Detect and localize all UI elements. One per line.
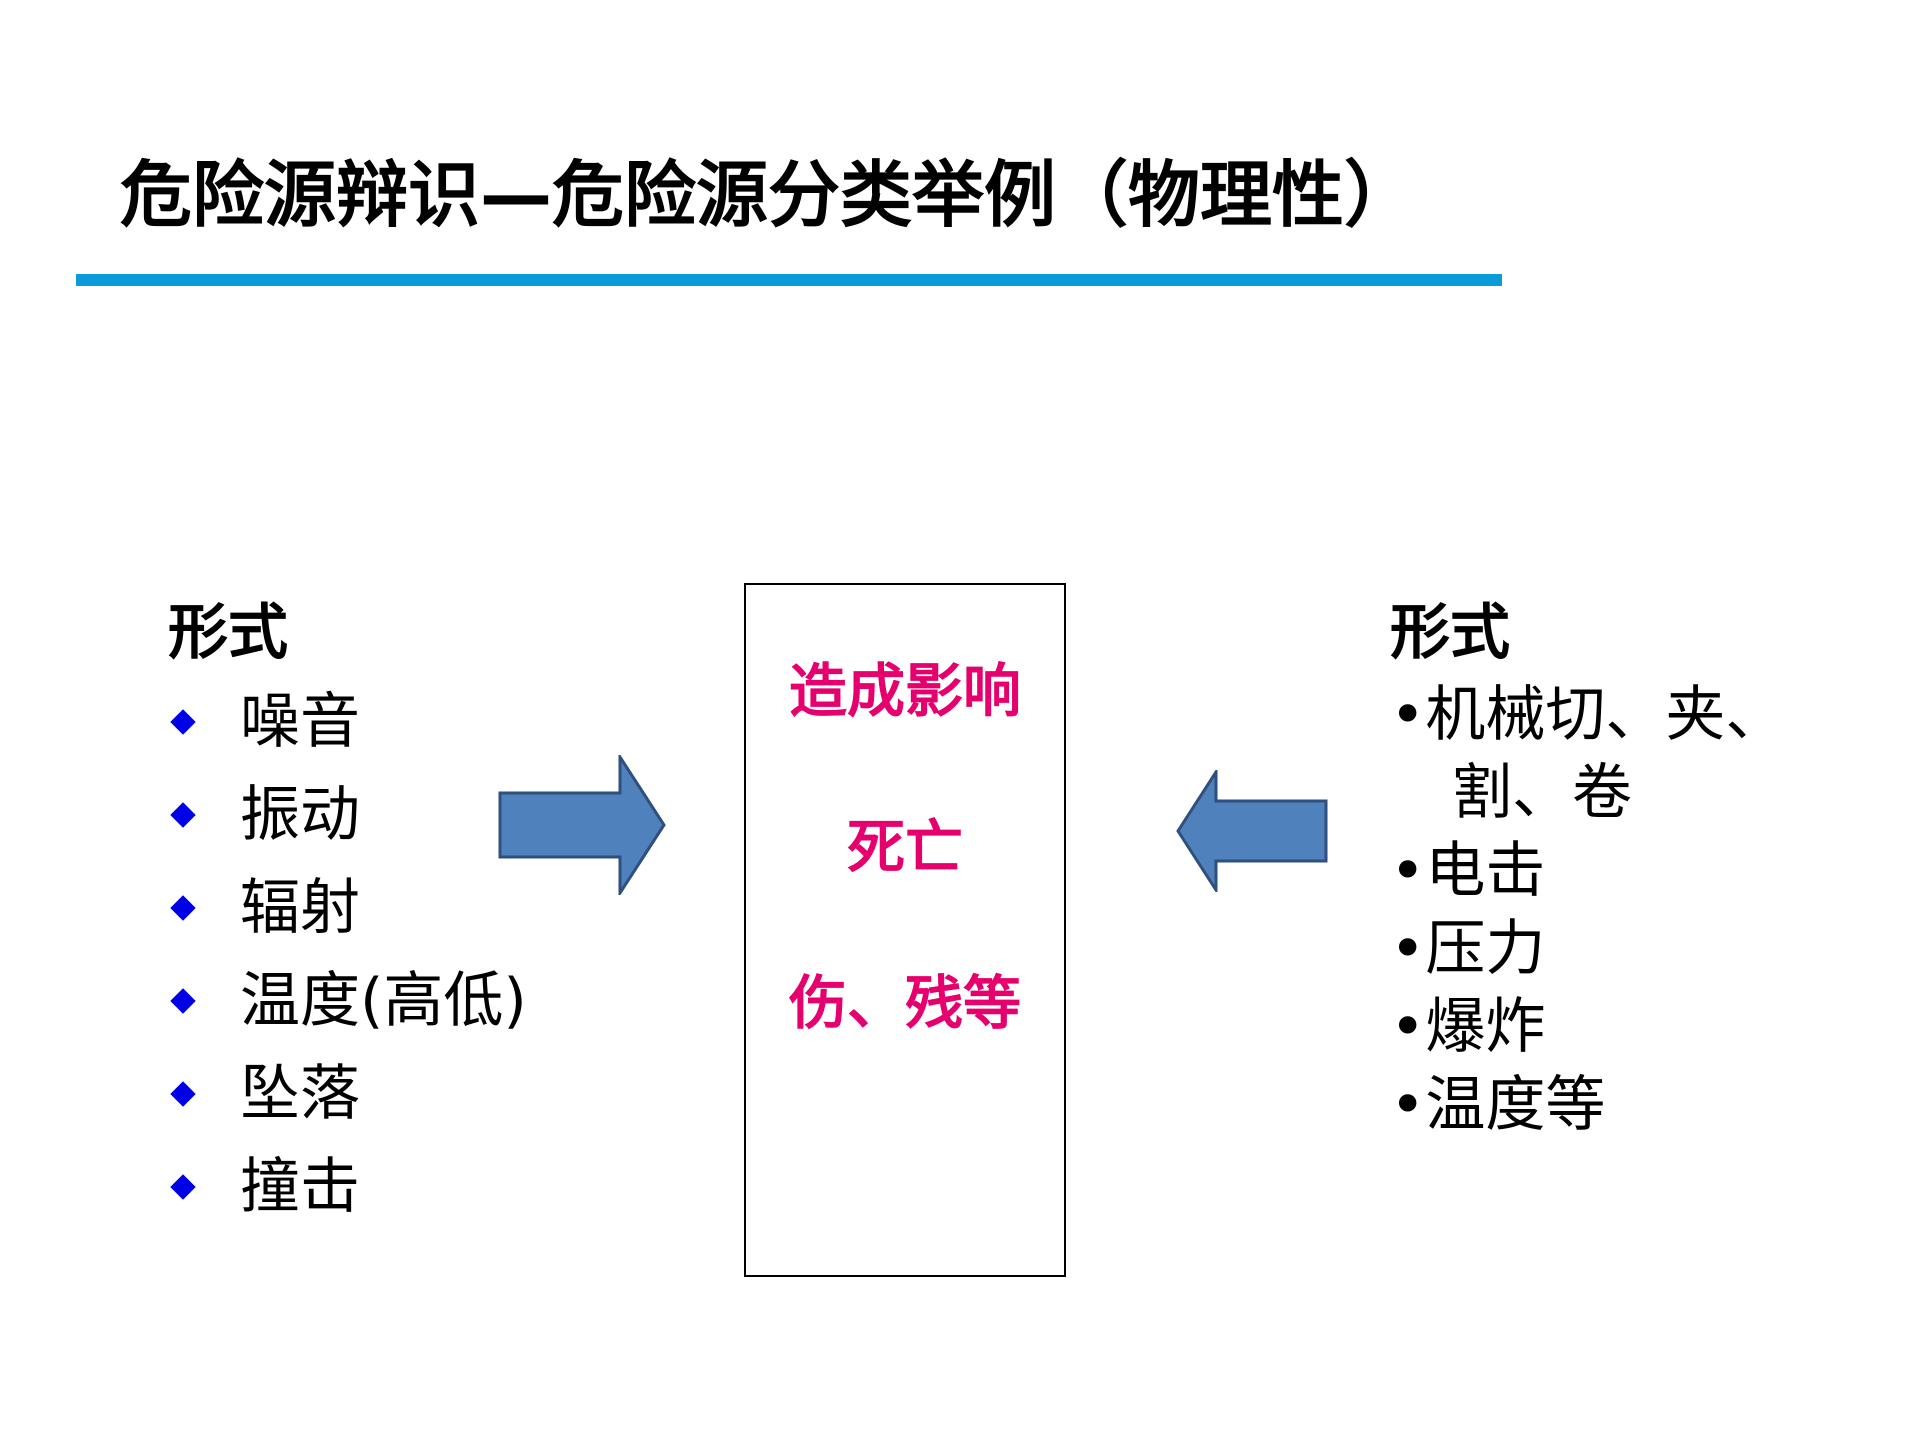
list-item: •温度等 bbox=[1390, 1070, 1606, 1140]
list-item: 辐射 bbox=[168, 862, 527, 955]
effects-heading: 造成影响 bbox=[788, 657, 1021, 725]
right-arrow-icon bbox=[498, 755, 666, 895]
right-hazard-forms: 形式 •机械切、夹、 割、卷 •电击 •压力 •爆炸 •温度等 bbox=[1390, 590, 1785, 1144]
list-item: •爆炸 bbox=[1390, 992, 1546, 1062]
list-item: 撞击 bbox=[168, 1141, 527, 1234]
left-hazard-forms: 形式 噪音 振动 辐射 温度(高低) 坠落 撞击 bbox=[168, 590, 527, 1234]
list-item-continuation: 割、卷 bbox=[1452, 758, 1632, 828]
effect-injury: 伤、残等 bbox=[788, 969, 1021, 1037]
list-item-label: 温度(高低) bbox=[240, 966, 527, 1036]
list-item-label: 噪音 bbox=[240, 687, 360, 757]
list-item: 振动 bbox=[168, 769, 527, 862]
diamond-bullet-icon bbox=[170, 1081, 196, 1107]
title-underline bbox=[76, 274, 1502, 286]
list-item-label: 撞击 bbox=[240, 1152, 360, 1222]
diamond-bullet-icon bbox=[170, 802, 196, 828]
list-item-label: 辐射 bbox=[240, 873, 360, 943]
slide-title: 危险源辩识—危险源分类举例（物理性） bbox=[120, 153, 1417, 237]
diamond-bullet-icon bbox=[170, 709, 196, 735]
list-item: •电击 bbox=[1390, 836, 1546, 906]
left-arrow-icon bbox=[1176, 770, 1328, 892]
list-item: 坠落 bbox=[168, 1048, 527, 1141]
list-item-label: 坠落 bbox=[240, 1059, 360, 1129]
list-item: •压力 bbox=[1390, 914, 1546, 984]
left-heading: 形式 bbox=[168, 598, 288, 668]
right-hazard-list: •机械切、夹、 割、卷 •电击 •压力 •爆炸 •温度等 bbox=[1390, 676, 1785, 1144]
list-item: 噪音 bbox=[168, 676, 527, 769]
list-item: •机械切、夹、 bbox=[1390, 680, 1786, 750]
diamond-bullet-icon bbox=[170, 895, 196, 921]
left-hazard-list: 噪音 振动 辐射 温度(高低) 坠落 撞击 bbox=[168, 676, 527, 1234]
right-heading: 形式 bbox=[1390, 598, 1510, 668]
diamond-bullet-icon bbox=[170, 1174, 196, 1200]
effects-box: 造成影响 死亡 伤、残等 bbox=[744, 583, 1066, 1277]
diamond-bullet-icon bbox=[170, 988, 196, 1014]
effect-death: 死亡 bbox=[846, 813, 963, 881]
list-item-label: 振动 bbox=[240, 780, 360, 850]
list-item: 温度(高低) bbox=[168, 955, 527, 1048]
